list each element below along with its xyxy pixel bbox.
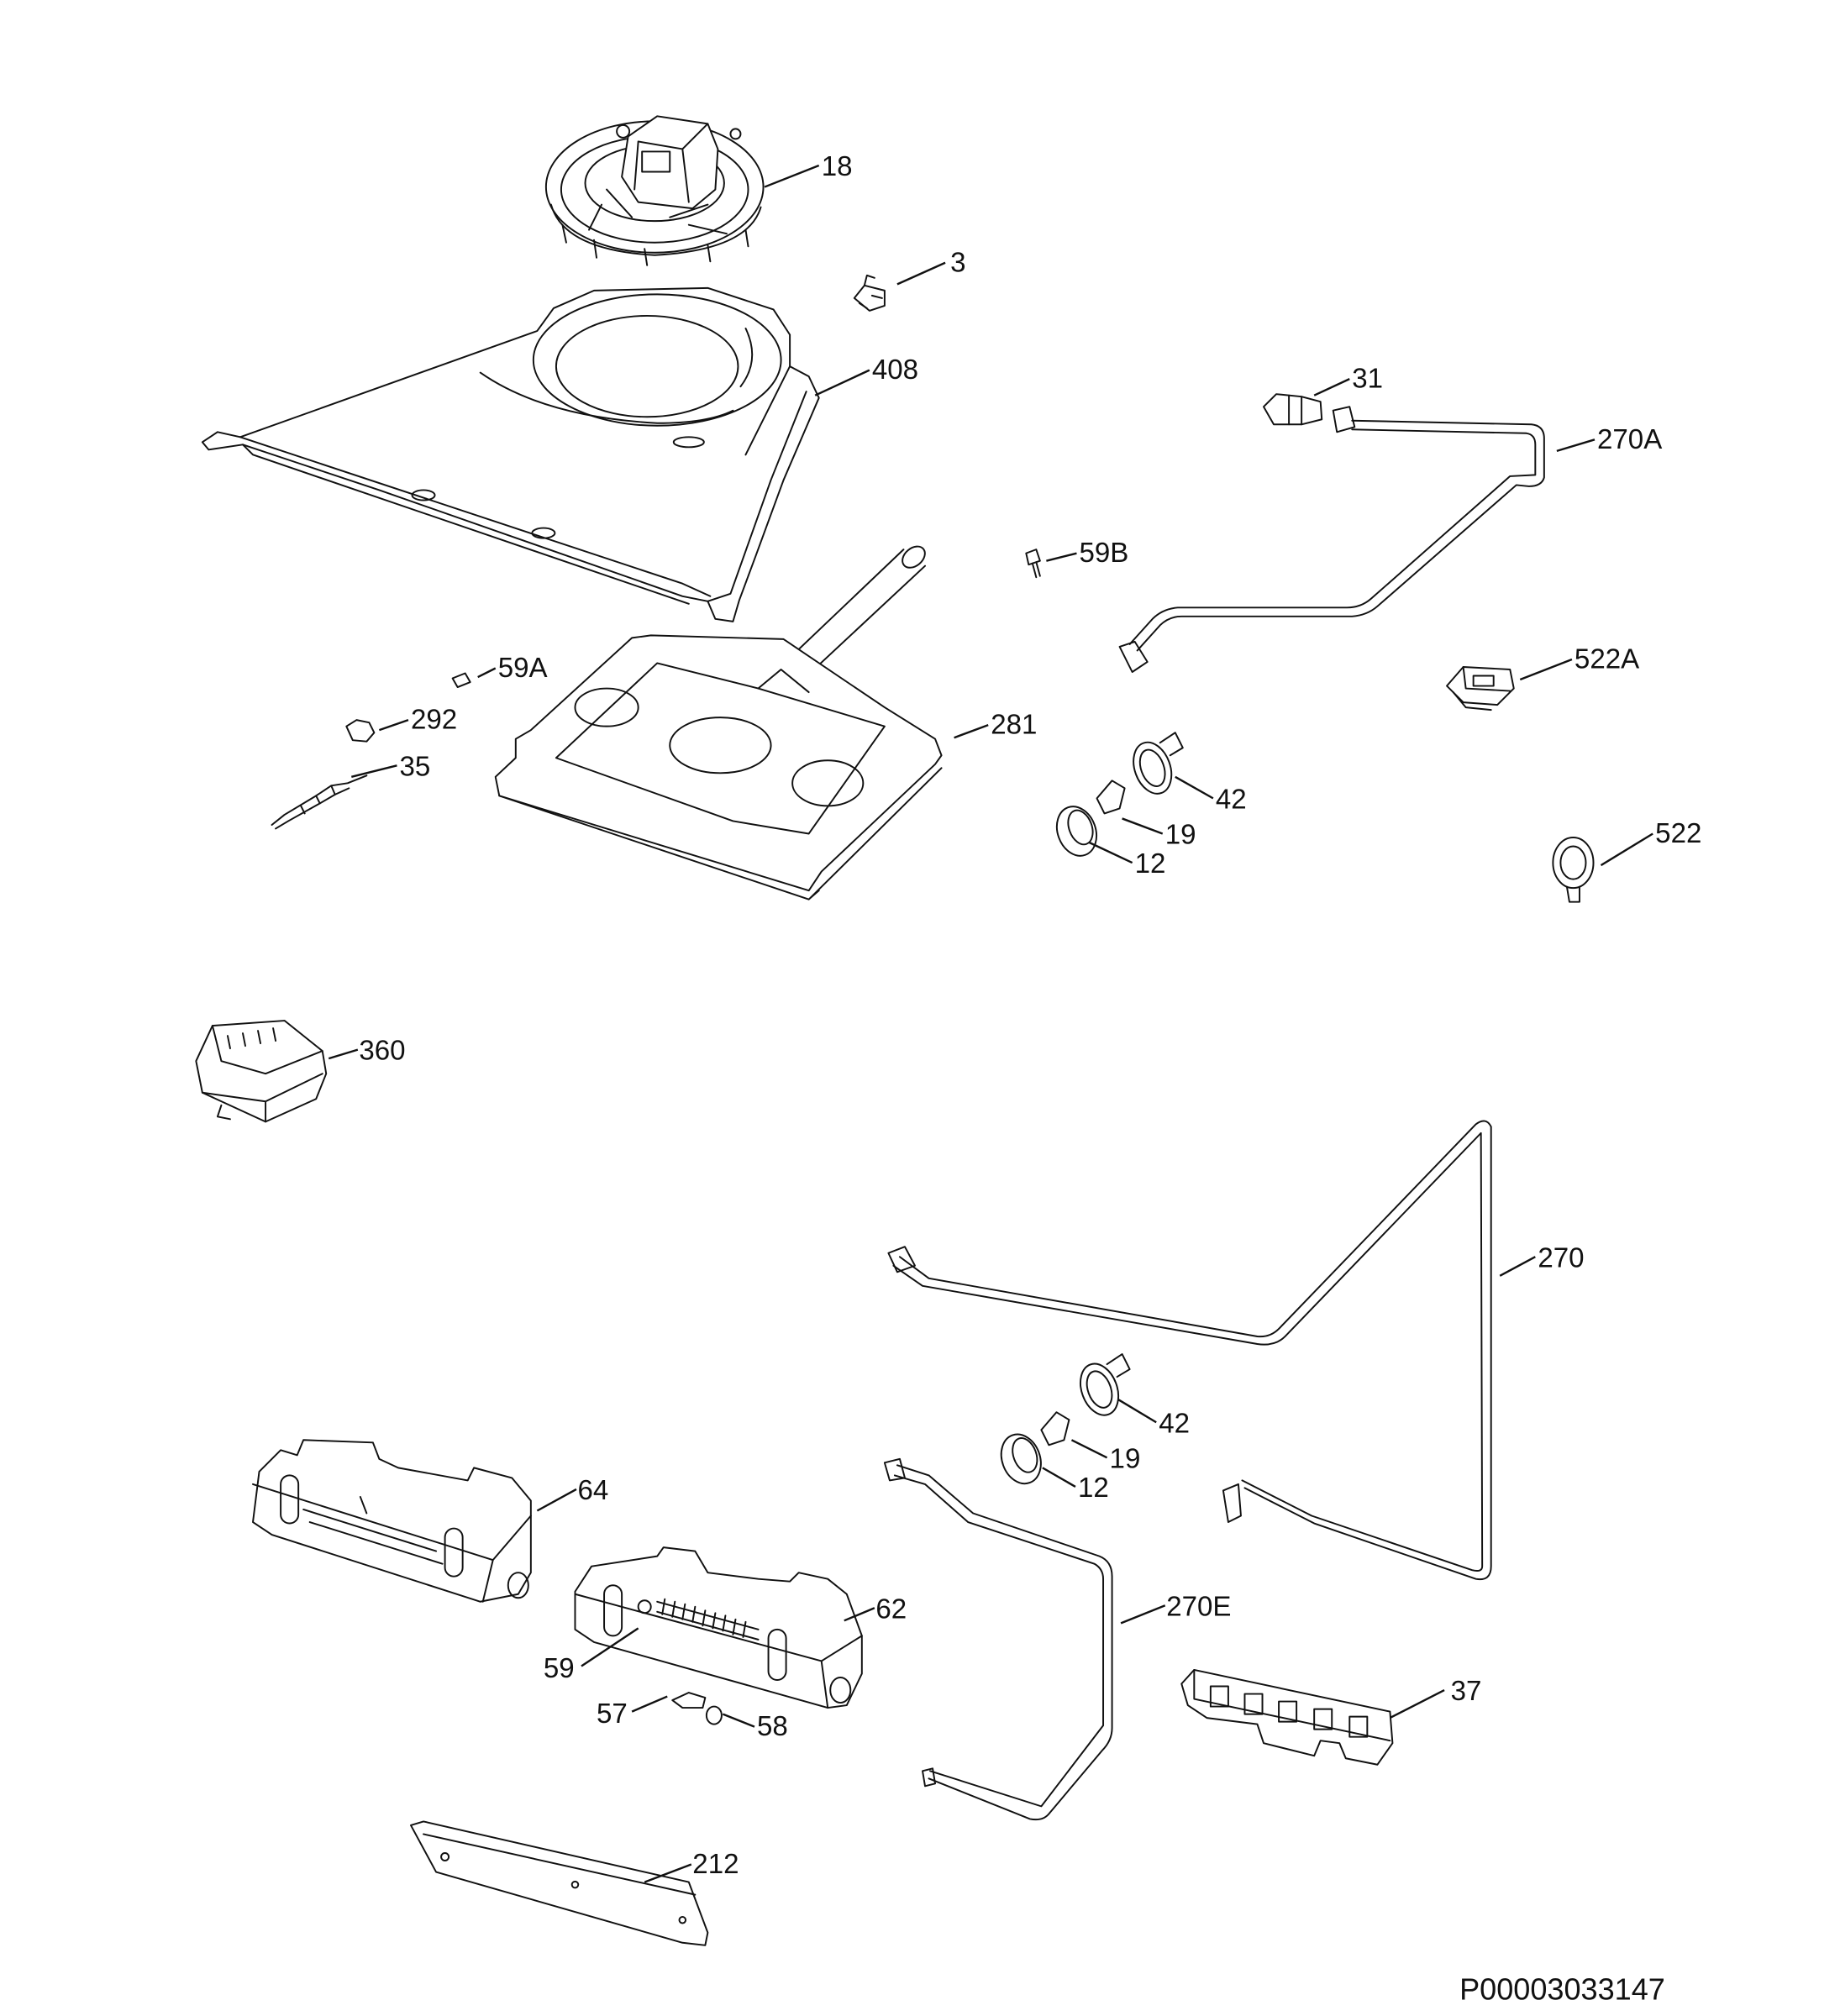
callout-292: 292 <box>411 705 457 736</box>
callout-19-lower: 19 <box>1110 1443 1141 1474</box>
callout-62: 62 <box>875 1593 907 1625</box>
callout-270: 270 <box>1538 1242 1584 1273</box>
part-3 <box>853 274 886 312</box>
part-42-upper <box>1133 732 1184 795</box>
part-408 <box>201 286 820 622</box>
part-12-lower <box>1000 1433 1042 1485</box>
part-64 <box>252 1439 532 1603</box>
leader-12-lower <box>1042 1467 1076 1488</box>
part-12-upper <box>1055 806 1098 857</box>
part-59a <box>451 672 471 689</box>
part-18 <box>544 115 765 266</box>
callout-408: 408 <box>872 354 918 386</box>
leader-37 <box>1389 1688 1445 1719</box>
part-19-upper <box>1096 780 1126 815</box>
leader-292 <box>378 719 409 732</box>
part-19-lower <box>1040 1411 1070 1446</box>
callout-19-upper: 19 <box>1165 820 1196 851</box>
callout-522a: 522A <box>1575 643 1639 675</box>
leader-31 <box>1313 378 1350 396</box>
callout-37: 37 <box>1451 1676 1482 1707</box>
part-31 <box>1263 393 1356 433</box>
leader-59 <box>581 1627 639 1667</box>
part-57 <box>671 1692 707 1709</box>
callout-59: 59 <box>544 1653 575 1684</box>
part-270e <box>883 1457 1113 1821</box>
part-62 <box>574 1546 863 1709</box>
callout-58: 58 <box>757 1711 788 1742</box>
callout-360: 360 <box>359 1036 405 1067</box>
part-270 <box>887 1120 1492 1581</box>
callout-42-lower: 42 <box>1159 1408 1190 1439</box>
callout-12-upper: 12 <box>1135 848 1166 879</box>
callout-522: 522 <box>1655 818 1701 849</box>
callout-212: 212 <box>692 1849 739 1880</box>
part-270a <box>1118 419 1545 673</box>
leader-360 <box>328 1048 359 1060</box>
leader-522 <box>1600 832 1653 867</box>
callout-59a: 59A <box>498 653 548 684</box>
leader-281 <box>954 724 989 739</box>
leader-59b <box>1046 552 1077 562</box>
leader-42-upper <box>1175 775 1214 800</box>
leader-270 <box>1499 1256 1536 1277</box>
leader-42-lower <box>1117 1399 1157 1424</box>
part-58 <box>705 1705 723 1725</box>
leader-270a <box>1556 438 1596 452</box>
part-212 <box>410 1820 709 1946</box>
callout-labels: 18 3 408 31 270A 59B 522A 59A 292 281 35… <box>359 151 1701 1880</box>
callout-270e: 270E <box>1166 1591 1231 1622</box>
leader-59a <box>477 667 497 679</box>
part-360 <box>195 1020 328 1123</box>
callout-3: 3 <box>950 247 965 278</box>
part-522a <box>1446 666 1515 711</box>
callout-18: 18 <box>822 151 853 182</box>
part-42-lower <box>1080 1353 1131 1416</box>
callout-31: 31 <box>1352 364 1383 395</box>
callout-42-upper: 42 <box>1216 784 1247 815</box>
callout-57: 57 <box>597 1698 628 1730</box>
drawing-number: P00003033147 <box>1459 1971 1665 2006</box>
callout-12-lower: 12 <box>1078 1473 1109 1504</box>
leader-35 <box>351 764 397 778</box>
part-292 <box>345 719 376 743</box>
part-59b <box>1025 549 1041 579</box>
leader-408 <box>814 369 870 396</box>
part-522 <box>1552 837 1595 903</box>
part-37 <box>1180 1668 1394 1766</box>
part-35 <box>271 774 368 830</box>
callout-59b: 59B <box>1079 538 1128 569</box>
leader-lines <box>328 164 1653 1883</box>
leader-212 <box>644 1863 692 1883</box>
leader-62 <box>844 1607 875 1622</box>
leader-57 <box>631 1695 668 1713</box>
leader-522a <box>1519 658 1573 681</box>
leader-270e <box>1120 1604 1166 1625</box>
leader-3 <box>896 261 946 286</box>
leader-18 <box>764 164 820 188</box>
leader-12-upper <box>1088 841 1133 864</box>
callout-64: 64 <box>577 1475 608 1506</box>
leader-19-upper <box>1122 817 1164 835</box>
part-281 <box>494 545 943 900</box>
callout-281: 281 <box>991 710 1037 741</box>
callout-270a: 270A <box>1597 424 1662 455</box>
callout-35: 35 <box>399 751 430 782</box>
leader-58 <box>722 1713 755 1728</box>
leader-64 <box>536 1488 577 1512</box>
leader-19-lower <box>1070 1439 1108 1459</box>
